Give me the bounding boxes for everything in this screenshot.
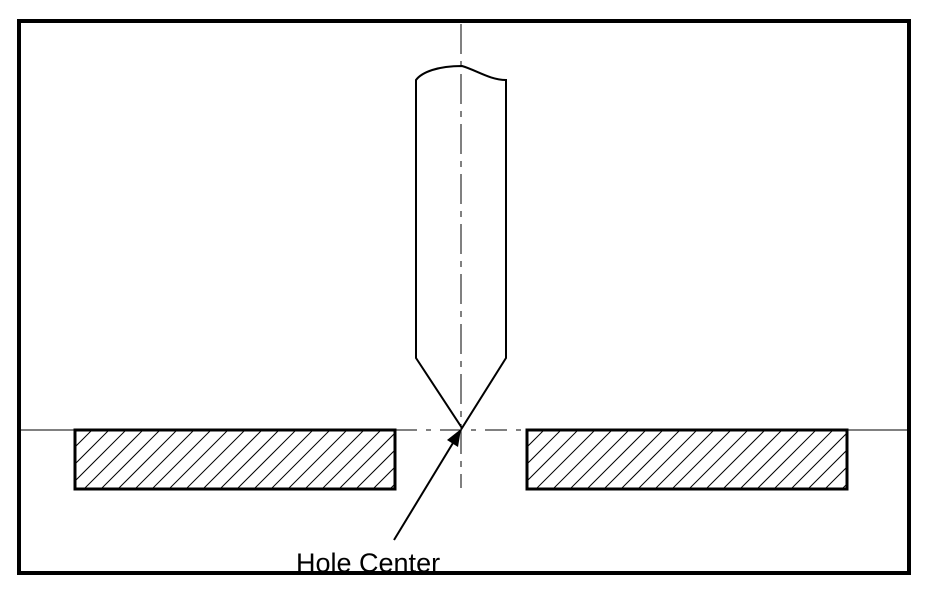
hatch-line bbox=[527, 430, 545, 448]
hatch-line bbox=[75, 430, 93, 448]
hatch-left bbox=[75, 430, 395, 489]
hatch-line bbox=[739, 430, 800, 489]
workpiece-left bbox=[73, 428, 397, 491]
hatch-line bbox=[671, 430, 732, 489]
hatch-line bbox=[304, 430, 365, 489]
hole-center-label: Hole Center bbox=[296, 548, 440, 578]
hatch-line bbox=[236, 430, 297, 489]
hatch-line bbox=[637, 430, 698, 489]
hatch-line bbox=[372, 466, 395, 489]
hatch-line bbox=[790, 432, 847, 489]
arrowhead-icon bbox=[447, 429, 461, 447]
hatch-line bbox=[756, 430, 817, 489]
diagram-frame bbox=[17, 19, 911, 575]
hatch-right bbox=[527, 430, 931, 489]
hatch-line bbox=[389, 483, 395, 489]
hatch-line bbox=[151, 430, 212, 489]
hatch-line bbox=[75, 430, 76, 431]
leader-arrow bbox=[393, 429, 461, 541]
workpiece-right bbox=[525, 428, 931, 491]
hatch-line bbox=[841, 483, 847, 489]
hatch-line bbox=[722, 430, 783, 489]
hatch-line bbox=[876, 430, 931, 489]
hatch-line bbox=[586, 430, 647, 489]
hatch-line bbox=[253, 430, 314, 489]
hatch-line bbox=[83, 430, 144, 489]
hatch-line bbox=[552, 430, 613, 489]
hatch-line bbox=[620, 430, 681, 489]
hatch-line bbox=[355, 449, 395, 489]
workpiece-right-outline bbox=[525, 428, 849, 491]
hatch-line bbox=[603, 430, 664, 489]
hatch-line bbox=[824, 466, 847, 489]
hatch-line bbox=[527, 430, 528, 431]
hatch-line bbox=[287, 430, 348, 489]
hatch-line bbox=[117, 430, 178, 489]
hatch-line bbox=[185, 430, 246, 489]
hatch-line bbox=[705, 430, 766, 489]
hatch-line bbox=[688, 430, 749, 489]
hatch-line bbox=[893, 430, 931, 489]
hatch-line bbox=[535, 430, 596, 489]
hatch-line bbox=[654, 430, 715, 489]
hatch-line bbox=[527, 430, 579, 482]
hatch-line bbox=[527, 430, 562, 465]
hatch-line bbox=[773, 430, 834, 489]
workpiece-left-outline bbox=[73, 428, 397, 491]
hatch-line bbox=[75, 430, 110, 465]
hatch-line bbox=[202, 430, 263, 489]
hatch-line bbox=[569, 430, 630, 489]
hatch-line bbox=[219, 430, 280, 489]
hatch-line bbox=[168, 430, 229, 489]
hatch-line bbox=[270, 430, 331, 489]
hatch-line bbox=[807, 449, 847, 489]
hatch-line bbox=[321, 430, 382, 489]
hatch-line bbox=[100, 430, 161, 489]
hatch-line bbox=[134, 430, 195, 489]
hatch-line bbox=[338, 432, 395, 489]
hatch-line bbox=[75, 430, 127, 482]
